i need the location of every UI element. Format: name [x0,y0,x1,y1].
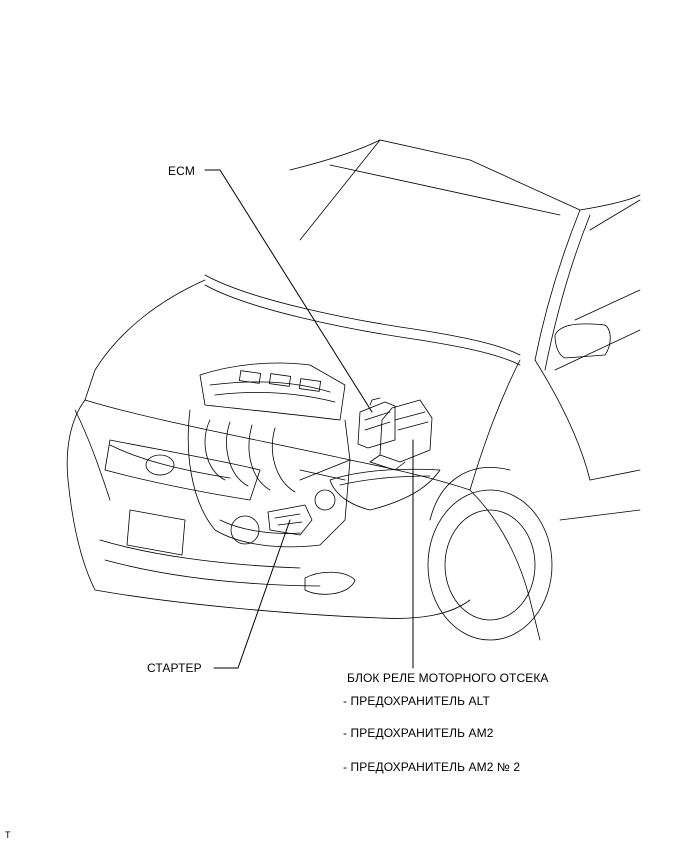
fuse-alt-label: - ПРЕДОХРАНИТЕЛЬ ALT [343,694,490,708]
relay-block [369,399,433,471]
fuse-am2-label: - ПРЕДОХРАНИТЕЛЬ AM2 [343,726,494,740]
ecm-unit [357,397,396,449]
front-wheel [427,467,553,641]
relay-block-label: БЛОК РЕЛЕ МОТОРНОГО ОТСЕКА [347,671,549,685]
ecm-leader-line [204,169,373,413]
starter-motor [267,504,313,536]
fuse-am2-no2-label: - ПРЕДОХРАНИТЕЛЬ AM2 № 2 [343,760,521,774]
front-bumper [66,399,471,619]
ecm-label: ECM [168,164,195,178]
car-body-outline [84,139,641,641]
corner-mark: T [5,830,11,840]
starter-leader-line [213,519,291,669]
engine-assembly [187,362,351,548]
leader-lines [204,169,414,669]
starter-label: СТАРТЕР [147,661,202,675]
